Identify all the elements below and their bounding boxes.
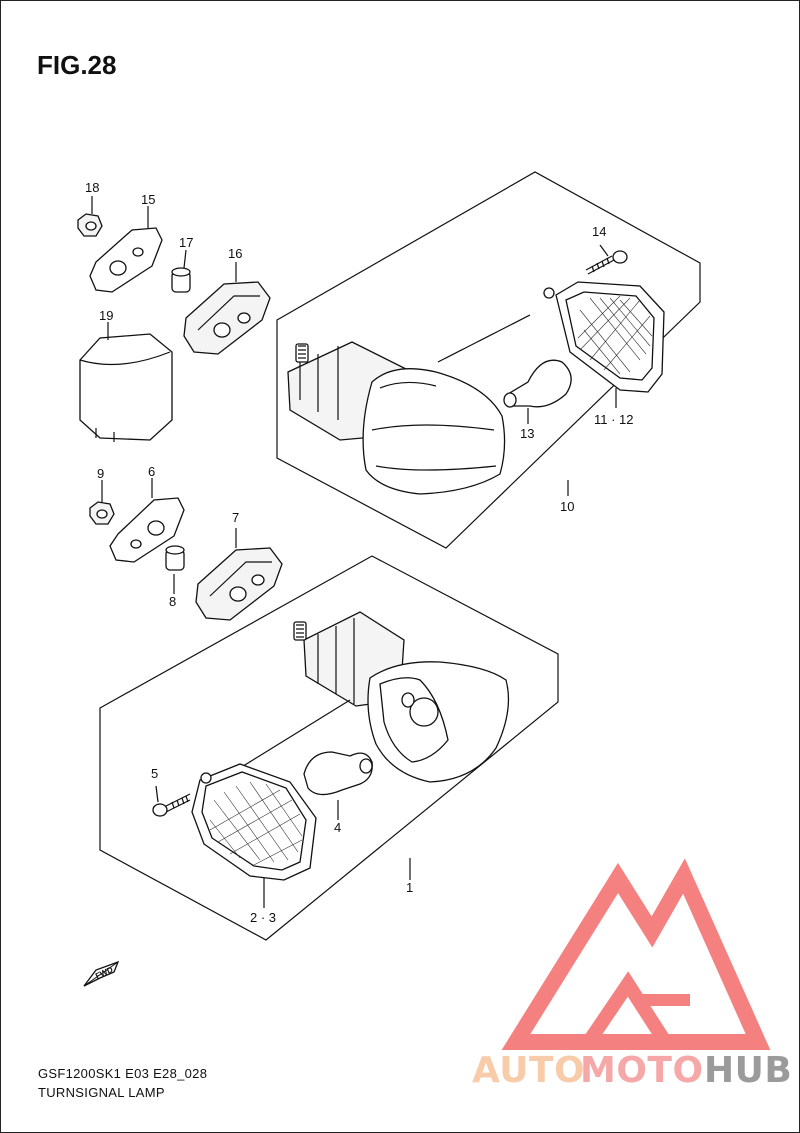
front-lamp-group-box xyxy=(99,555,559,941)
callout-1: 1 xyxy=(406,880,413,895)
callout-17: 17 xyxy=(179,235,193,250)
callout-10: 10 xyxy=(560,499,574,514)
front-bulb xyxy=(303,751,373,796)
collar-17 xyxy=(171,267,191,293)
watermark-text-hub: HUB xyxy=(704,1050,792,1091)
callout-8: 8 xyxy=(169,594,176,609)
callout-18: 18 xyxy=(85,180,99,195)
model-code: GSF1200SK1 E03 E28_028 xyxy=(38,1066,208,1081)
rear-lens xyxy=(543,281,665,393)
callout-2-3: 2 · 3 xyxy=(250,910,276,925)
watermark-logo: AUTO MOTO HUB xyxy=(472,858,792,1091)
callout-6: 6 xyxy=(148,464,155,479)
callout-14: 14 xyxy=(592,224,606,239)
watermark-text-auto: AUTO xyxy=(472,1050,585,1091)
front-lens xyxy=(191,763,317,881)
callout-9: 9 xyxy=(97,466,104,481)
callout-19: 19 xyxy=(99,308,113,323)
callout-13: 13 xyxy=(520,426,534,441)
watermark-text-moto: MOTO xyxy=(580,1050,704,1091)
rear-bulb xyxy=(503,359,572,408)
callout-4: 4 xyxy=(334,820,341,835)
collar-8 xyxy=(165,545,185,571)
nut-18 xyxy=(77,213,103,237)
screw-14 xyxy=(585,250,628,275)
rear-turnsignal-housing xyxy=(287,341,506,495)
callout-7: 7 xyxy=(232,510,239,525)
callout-5: 5 xyxy=(151,766,158,781)
plate-6 xyxy=(109,497,185,563)
front-turnsignal-housing xyxy=(293,611,510,783)
callout-15: 15 xyxy=(141,192,155,207)
rear-lamp-group-box xyxy=(276,171,701,549)
callout-16: 16 xyxy=(228,246,242,261)
figure-caption: TURNSIGNAL LAMP xyxy=(38,1085,165,1100)
relay-19 xyxy=(79,333,173,442)
figure-title: FIG.28 xyxy=(37,50,117,80)
callout-11-12: 11 · 12 xyxy=(594,412,634,427)
grommet-7 xyxy=(195,547,283,621)
plate-15 xyxy=(89,227,163,293)
grommet-16 xyxy=(183,281,271,355)
fwd-arrow-icon: FWD xyxy=(83,960,120,987)
fwd-label: FWD xyxy=(94,965,115,981)
screw-5 xyxy=(152,793,191,817)
nut-9 xyxy=(89,501,115,525)
